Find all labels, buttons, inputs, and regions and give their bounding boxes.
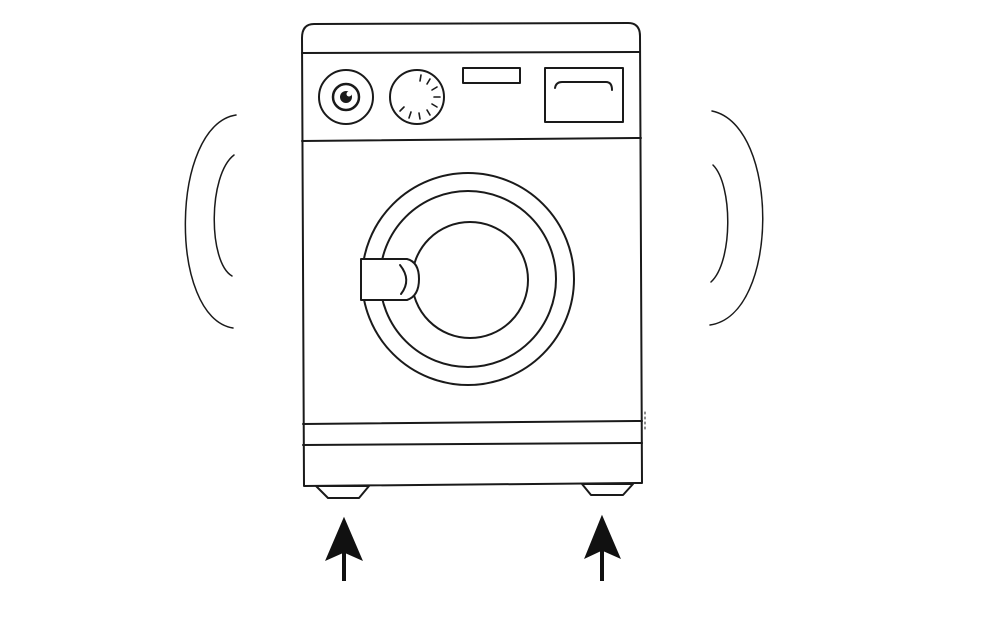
detergent-drawer — [544, 67, 624, 123]
leveling-foot-left — [315, 485, 370, 499]
machine-outline — [301, 22, 643, 487]
washing-machine — [301, 22, 646, 499]
arrow-up-icon — [584, 514, 621, 581]
door-handle — [360, 258, 420, 301]
indicator-slot — [462, 67, 521, 84]
dial-knob-icon — [318, 69, 374, 125]
top-panel-line — [301, 51, 641, 54]
vibration-waves-right-icon — [709, 110, 764, 326]
base-upper-line — [302, 420, 643, 425]
arrow-up-icon — [325, 516, 363, 581]
vibration-waves-left-icon — [184, 114, 237, 329]
base-lower-line — [302, 442, 643, 446]
timer-dial-icon — [389, 69, 445, 125]
control-panel-divider — [301, 137, 642, 142]
leveling-foot-right — [581, 483, 634, 496]
